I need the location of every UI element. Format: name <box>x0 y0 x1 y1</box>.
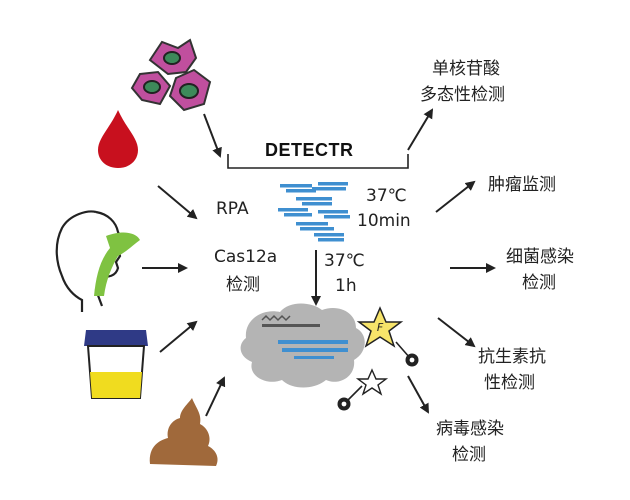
rpa-label: RPA <box>216 199 249 219</box>
cas-time: 1h <box>335 276 357 296</box>
diagram-title: DETECTR <box>265 140 354 160</box>
app-snp-line2: 多态性检测 <box>420 85 505 105</box>
sample-arrows <box>142 113 226 417</box>
app-bacteria-line2: 检测 <box>522 273 556 293</box>
cells-icon <box>130 38 212 112</box>
app-virus-line1: 病毒感染 <box>436 419 504 439</box>
nasal-swab-icon <box>55 210 140 312</box>
dna-amplicons <box>278 182 350 242</box>
reporter-star-icon: F <box>356 306 404 348</box>
cas-sublabel: 检测 <box>226 275 260 295</box>
urine-cup-icon <box>84 330 148 399</box>
app-tumor: 肿瘤监测 <box>488 175 556 195</box>
title-bracket <box>227 154 409 169</box>
rpa-temp: 37℃ <box>366 186 407 206</box>
app-virus-line2: 检测 <box>452 445 486 465</box>
application-arrows <box>407 108 496 414</box>
rpa-time: 10min <box>357 211 411 231</box>
blood-drop-icon <box>98 110 138 168</box>
app-bacteria-line1: 细菌感染 <box>506 247 574 267</box>
cas12a-complex-icon <box>240 303 365 388</box>
app-antibiotic-line1: 抗生素抗 <box>478 347 546 367</box>
app-snp-line1: 单核苷酸 <box>432 59 500 79</box>
cas-label: Cas12a <box>214 247 277 267</box>
cleaved-reporter-icon <box>337 341 419 411</box>
stool-icon <box>149 398 218 466</box>
reporter-label: F <box>377 321 384 334</box>
cas-temp: 37℃ <box>324 251 365 271</box>
app-antibiotic-line2: 性检测 <box>484 373 535 393</box>
